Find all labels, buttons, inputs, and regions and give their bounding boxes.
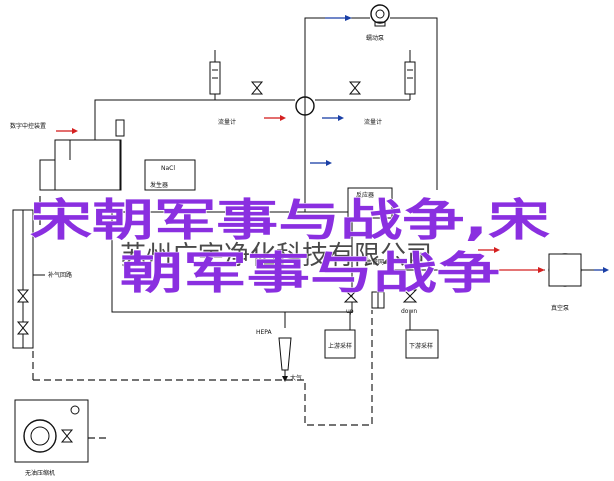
flowmeter-2-icon <box>404 61 416 95</box>
flowmeter-2-label: 流量计 <box>364 118 382 126</box>
filter-icon <box>371 291 385 309</box>
main-outlet-line <box>392 267 545 273</box>
supply-gas-label: 补气回路 <box>48 271 72 279</box>
valve-down-label: down <box>401 308 417 315</box>
reactor-box <box>347 187 393 219</box>
lower-sample-label: 下游采样 <box>409 342 433 350</box>
air-compressor-label: 无油压缩机 <box>25 469 55 477</box>
generator-box <box>144 159 196 191</box>
flowmeter-1-label: 流量计 <box>218 118 236 126</box>
supply-gas-branch <box>12 209 45 380</box>
hepa-branch <box>278 312 292 382</box>
digital-display-label: 数字中控装置 <box>10 122 46 130</box>
hepa-title-label: HEPA <box>256 329 273 336</box>
valve-down-icon <box>402 289 418 303</box>
watermark-back-text: 苏州广宇净化科技有限公司 <box>120 241 432 271</box>
dashed-air-loop <box>33 195 373 439</box>
air-compressor-icon <box>23 405 80 453</box>
filter-label: 主管网 <box>366 258 384 266</box>
supply-valves-icon <box>16 289 30 335</box>
upper-sample-box <box>324 312 356 359</box>
atmosphere-label: 大气 <box>290 374 302 382</box>
top-pump-loop <box>304 15 438 190</box>
valve-up-icon <box>343 289 359 303</box>
watermark-line-1: 宋朝军事与战争,宋 <box>30 195 550 246</box>
ph-probe-icon <box>115 119 125 190</box>
digital-display-box <box>39 115 122 191</box>
watermark-title: 宋朝军事与战争,宋 朝军事与战争 <box>30 195 551 300</box>
flowmeter-1-icon <box>209 61 221 95</box>
valve-2-icon <box>348 81 362 95</box>
lower-sample-box <box>405 312 439 359</box>
flow-row-lines <box>94 50 411 190</box>
mixing-node-icon <box>295 96 315 116</box>
valve-1-icon <box>250 81 264 95</box>
central-frame <box>111 190 353 313</box>
valve-up-label: up <box>346 308 354 315</box>
upper-sample-label: 上游采样 <box>328 342 352 350</box>
reactor-label: 反应器 <box>356 191 374 199</box>
watermark-line-2: 朝军事与战争 <box>120 248 500 299</box>
vacuum-pump-icon <box>548 253 594 287</box>
peristaltic-pump-icon <box>370 4 390 27</box>
generator-label: 发生器 <box>150 181 168 189</box>
vacuum-pump-label: 真空泵 <box>551 304 569 312</box>
peristaltic-pump-label: 蠕动泵 <box>366 34 384 42</box>
nacl-label: NaCl <box>161 165 175 172</box>
air-compressor-box <box>14 399 89 463</box>
